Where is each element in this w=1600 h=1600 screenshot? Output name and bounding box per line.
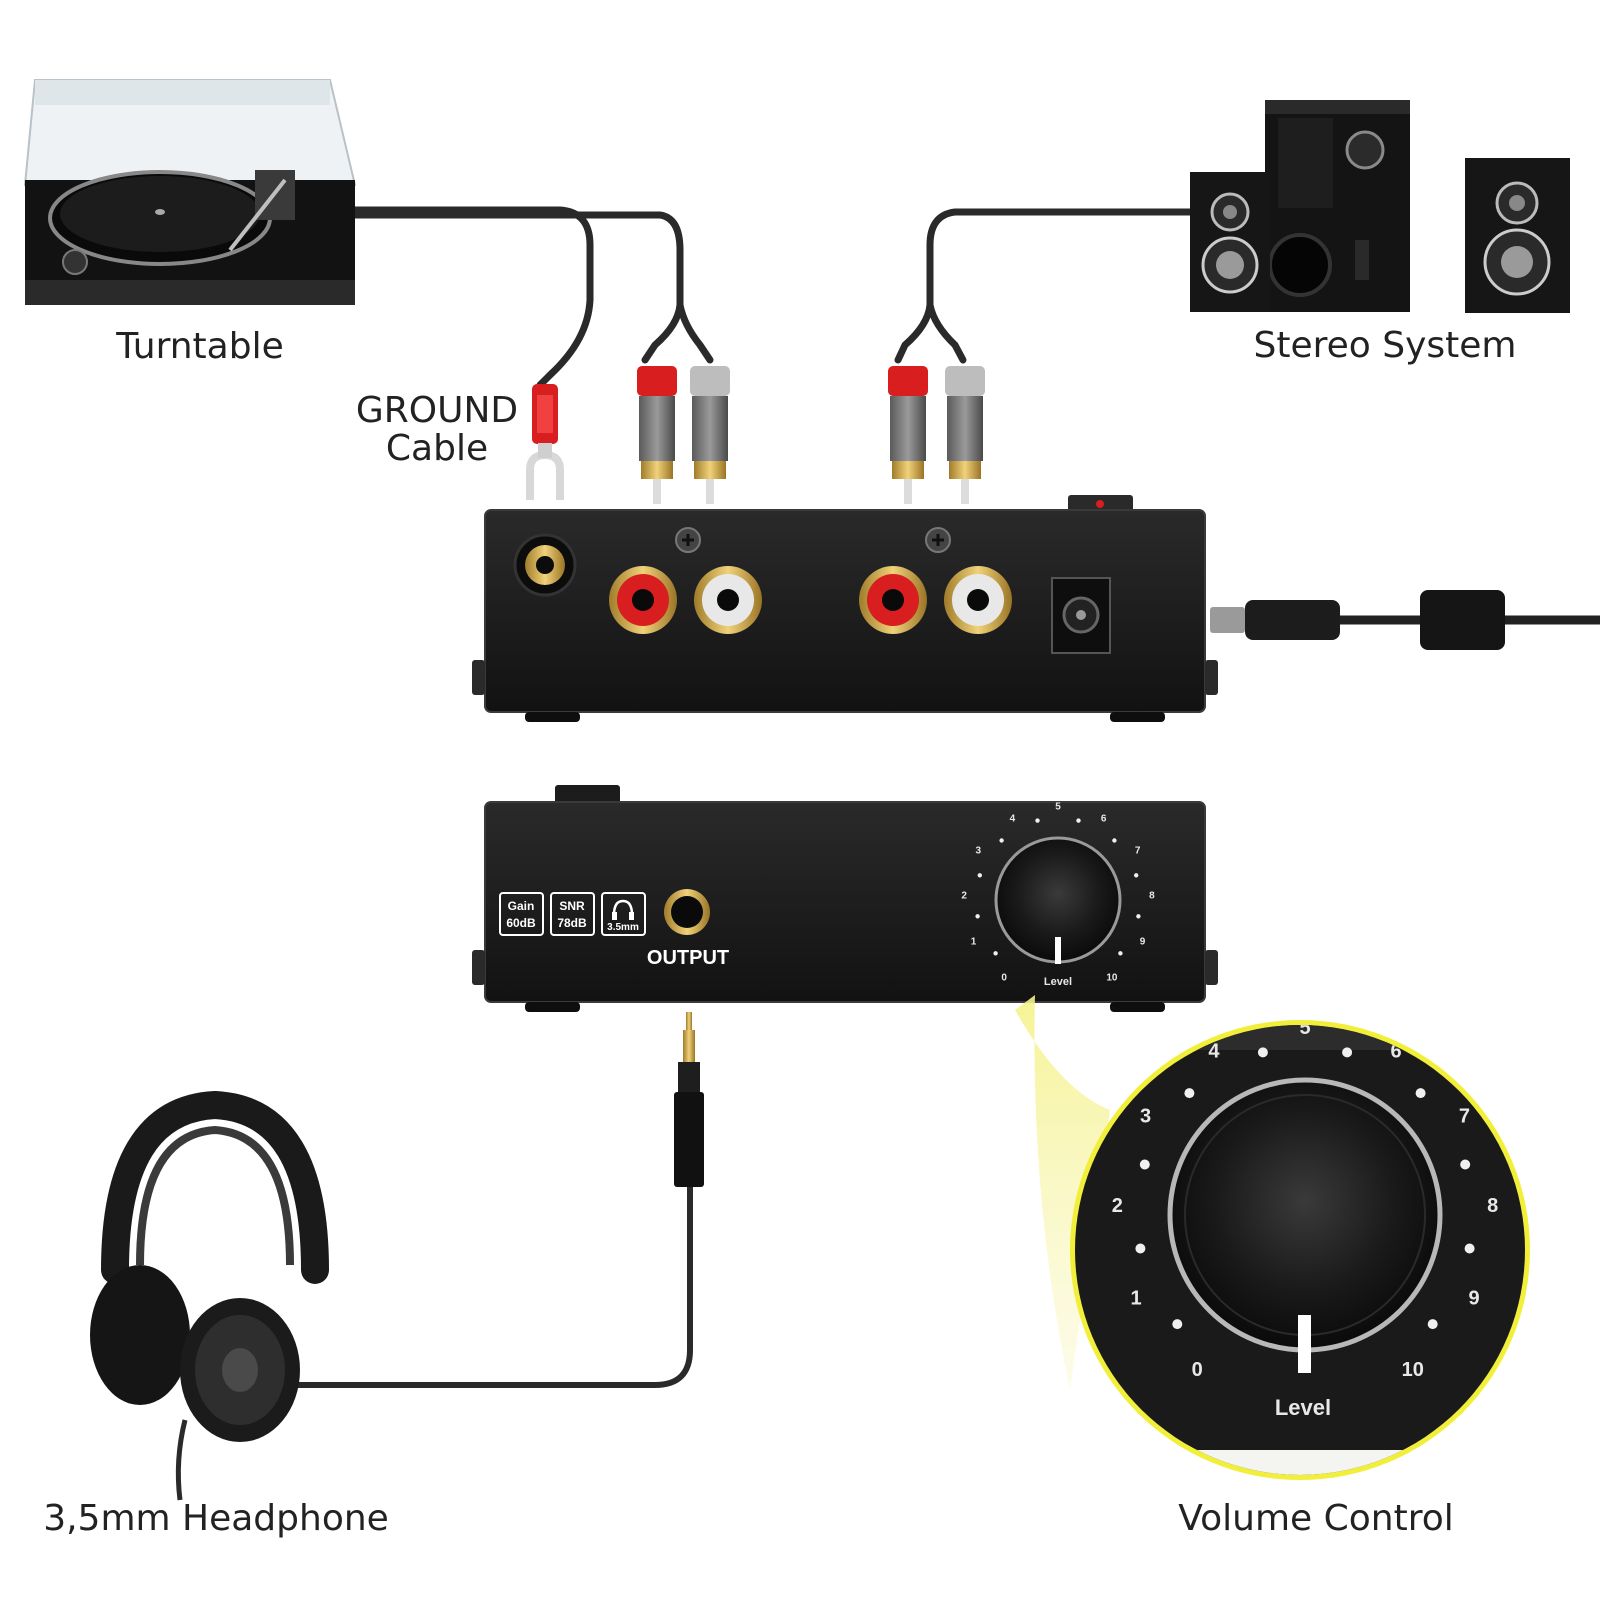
turntable-label: Turntable [115, 326, 284, 367]
dial-dot [1135, 1243, 1146, 1254]
ground-cable-label-line1: GROUND [356, 390, 518, 431]
dial-number: 3 [976, 846, 982, 857]
ground-spade-icon [526, 384, 564, 500]
dial-dot [1427, 1319, 1438, 1330]
preamp-back-panel [472, 495, 1218, 722]
volume-knob-icon [1167, 1077, 1443, 1373]
dial-dot [1035, 818, 1040, 823]
dial-number: 2 [961, 891, 967, 902]
snr-badge: SNR 78dB [550, 892, 595, 936]
dial-number: 9 [1468, 1287, 1479, 1309]
svg-text:60dB: 60dB [506, 916, 536, 930]
dial-number: 2 [1112, 1195, 1123, 1217]
small-dial-dots [975, 818, 1141, 956]
zoom-callout-beam [1015, 995, 1110, 1390]
phono-input-white-jack[interactable] [694, 566, 762, 634]
rca-plug-in-red [637, 366, 677, 504]
dial-number: 4 [1208, 1041, 1220, 1063]
dial-dot [1139, 1159, 1150, 1170]
svg-text:3.5mm: 3.5mm [607, 922, 639, 933]
volume-control-label: Volume Control [1178, 1498, 1453, 1539]
aux-plug-icon [674, 1012, 704, 1187]
dial-dot [1464, 1243, 1475, 1254]
dial-dot [1184, 1088, 1195, 1099]
line-output-white-jack[interactable] [944, 566, 1012, 634]
dial-number: 7 [1459, 1105, 1470, 1127]
ground-terminal[interactable] [513, 533, 577, 597]
stereo-cables [894, 208, 1194, 364]
line-output-red-jack[interactable] [859, 566, 927, 634]
dial-number: 5 [1299, 1017, 1310, 1039]
small-dial-numbers: 0 1 2 3 4 5 6 7 8 9 10 [961, 802, 1155, 984]
svg-text:Gain: Gain [508, 899, 535, 913]
zoom-level-label: Level [1275, 1395, 1331, 1420]
dial-number: 10 [1402, 1359, 1424, 1381]
rca-plug-out-white [945, 366, 985, 504]
dial-number: 6 [1101, 813, 1107, 824]
dial-number: 8 [1149, 891, 1155, 902]
speaker-system-icon [1190, 100, 1570, 313]
volume-control-zoom: 0 1 2 3 4 5 6 7 8 9 10 Level [1070, 1017, 1530, 1480]
dial-number: 0 [1001, 973, 1007, 984]
svg-text:SNR: SNR [559, 899, 585, 913]
dial-number: 3 [1140, 1105, 1151, 1127]
dial-dot [1172, 1319, 1183, 1330]
big-dial-numbers: 0 1 2 3 4 5 6 7 8 9 10 [1112, 1017, 1499, 1381]
dial-dot [993, 951, 998, 956]
dial-dot [1076, 818, 1081, 823]
dial-number: 6 [1391, 1041, 1402, 1063]
dial-dot [1460, 1159, 1471, 1170]
volume-knob[interactable]: 0 1 2 3 4 5 6 7 8 9 10 Level [961, 802, 1155, 989]
dial-number: 10 [1106, 973, 1118, 984]
headphone-label: 3,5mm Headphone [43, 1498, 389, 1539]
gain-badge: Gain 60dB [499, 892, 544, 936]
dial-number: 1 [1130, 1287, 1141, 1309]
stereo-system-label: Stereo System [1254, 325, 1517, 366]
headphones-small-icon [612, 899, 634, 920]
phono-input-red-jack[interactable] [609, 566, 677, 634]
dial-number: 7 [1135, 846, 1141, 857]
headphone-output-jack[interactable] [664, 889, 710, 935]
svg-text:78dB: 78dB [557, 916, 587, 930]
rca-plug-out-red [888, 366, 928, 504]
dial-dot [1342, 1047, 1353, 1058]
dial-number: 5 [1055, 802, 1061, 813]
big-dial-dots [1135, 1047, 1475, 1330]
output-label: OUTPUT [647, 947, 729, 969]
power-plug-icon [1210, 590, 1505, 650]
dial-dot [1415, 1088, 1426, 1099]
dial-number: 4 [1010, 813, 1016, 824]
dial-number: 9 [1140, 937, 1146, 948]
dial-number: 1 [971, 937, 977, 948]
preamp-front-panel: Gain 60dB SNR 78dB 3.5mm OUTPUT 0 1 2 3 4 5 [472, 785, 1218, 1012]
turntable-cables [331, 206, 714, 389]
dial-dot [975, 914, 980, 919]
dial-dot [1136, 914, 1141, 919]
small-level-label: Level [1044, 976, 1072, 988]
ground-cable-label-line2: Cable [386, 428, 488, 469]
dial-dot [999, 838, 1004, 843]
dial-dot [1134, 873, 1139, 878]
dial-dot [1118, 951, 1123, 956]
headphone-cable [290, 1175, 693, 1388]
headphones-icon [90, 1090, 329, 1442]
dc-power-jack[interactable] [1051, 577, 1111, 654]
rca-plug-in-white [690, 366, 730, 504]
dial-dot [1112, 838, 1117, 843]
headphone-jack-badge: 3.5mm [601, 892, 646, 936]
turntable-icon [23, 79, 357, 305]
dial-dot [977, 873, 982, 878]
dial-dot [1257, 1047, 1268, 1058]
dial-number: 0 [1192, 1359, 1203, 1381]
dial-number: 8 [1487, 1195, 1498, 1217]
